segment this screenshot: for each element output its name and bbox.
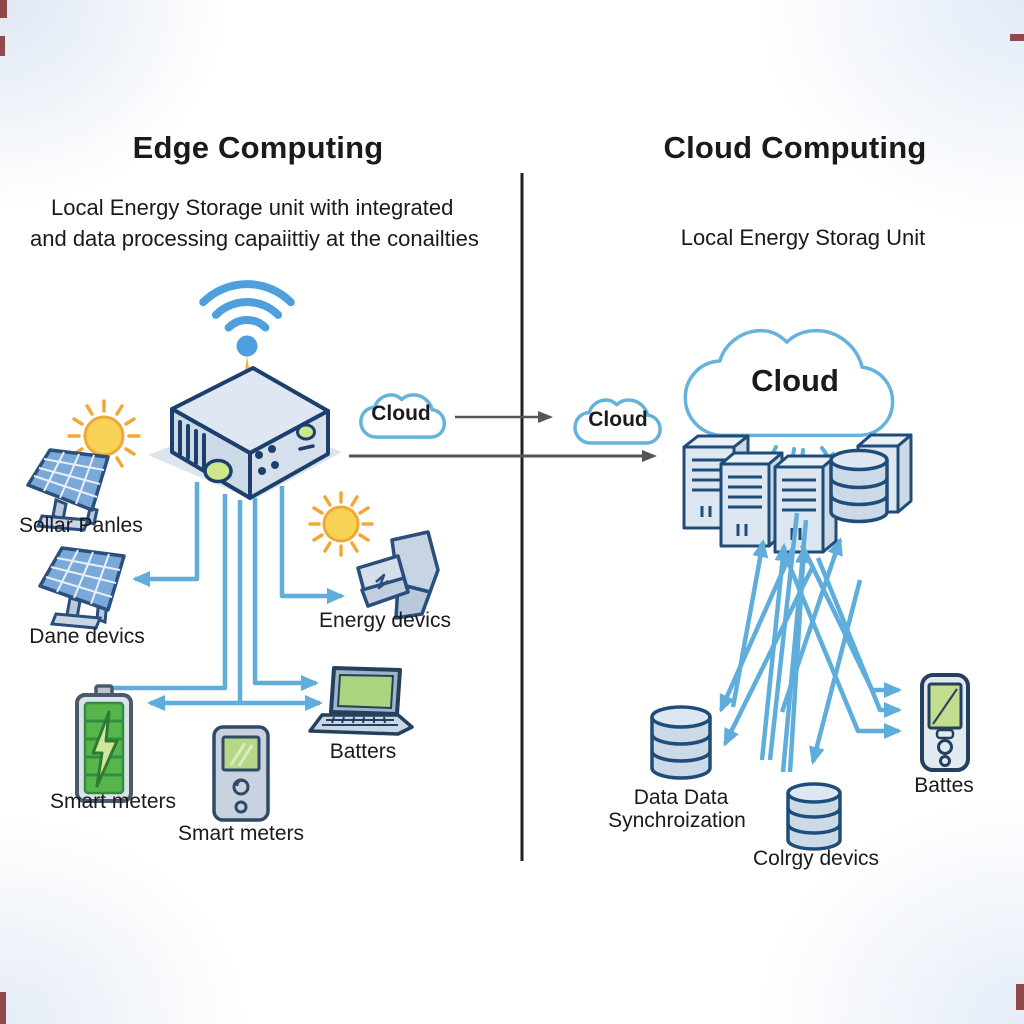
battery-icon — [75, 684, 133, 803]
corner-artifact — [0, 992, 6, 1024]
edge-device-icon — [148, 356, 342, 500]
laptop-icon — [308, 666, 414, 736]
smart-meter-icon — [212, 725, 270, 822]
edge-subtitle-line2: and data processing capaiittiy at the co… — [30, 226, 479, 251]
sun-icon — [308, 491, 374, 557]
solar-panel-icon — [26, 448, 110, 532]
server-cluster-icon — [682, 433, 913, 554]
data-sync-label-line1: Data Data — [633, 786, 729, 809]
wifi-icon — [199, 280, 295, 357]
laptop-label: Batters — [329, 740, 397, 763]
solar-panel-icon — [38, 546, 126, 630]
energy-device-icon — [356, 530, 440, 620]
cloud-big-label: Cloud — [751, 363, 839, 398]
smart-meter-1-label: Smart meters — [49, 790, 177, 813]
data-sync-label-line2: Synchroization — [608, 809, 746, 832]
database-icon — [650, 705, 712, 780]
corner-artifact — [1016, 984, 1024, 1010]
cloud-fan-arrows — [718, 512, 902, 773]
energy-devices-label: Energy devics — [319, 609, 451, 632]
edge-connector-lines — [106, 482, 345, 711]
mobile-device-icon — [920, 673, 970, 772]
edge-computing-title: Edge Computing — [132, 130, 384, 165]
smart-meter-2-label: Smart meters — [177, 822, 305, 845]
data-devices-label: Dane devics — [29, 625, 145, 648]
edge-subtitle-line1: Local Energy Storage unit with integrate… — [51, 195, 454, 220]
solar-panels-label: Sollar Panles — [19, 514, 143, 537]
colrgy-devices-label: Colrgy devics — [752, 847, 880, 870]
battes-label: Battes — [914, 774, 974, 797]
cloud-computing-title: Cloud Computing — [663, 130, 927, 165]
corner-artifact — [0, 0, 7, 18]
cloud-subtitle: Local Energy Storag Unit — [680, 225, 926, 250]
cloud-small-right-label: Cloud — [588, 408, 648, 431]
database-icon — [786, 782, 842, 851]
corner-artifact — [1010, 34, 1024, 41]
corner-artifact — [0, 36, 5, 56]
cloud-small-left-label: Cloud — [371, 402, 431, 425]
